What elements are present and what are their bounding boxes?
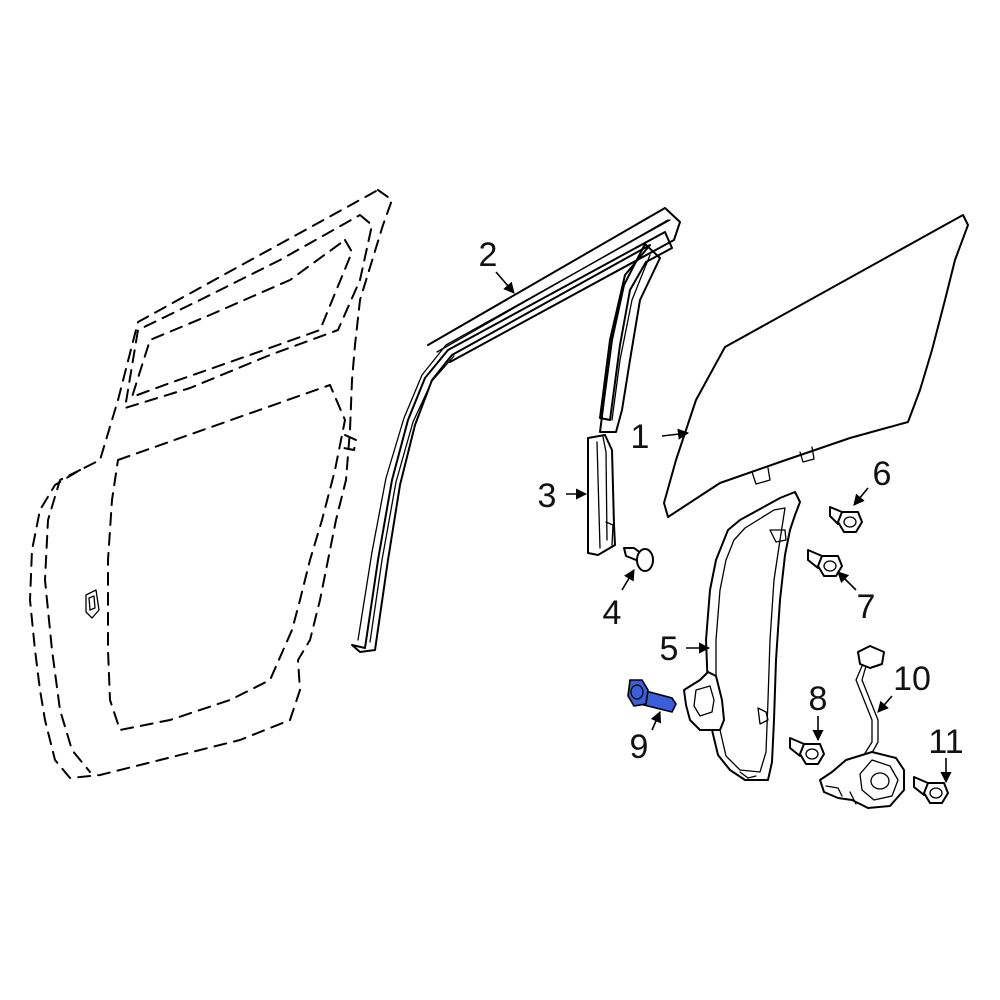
callout-labels: 1 2 3 4 5 6 7 8 9 10 11 — [479, 236, 964, 766]
callout-4: 4 — [603, 594, 622, 632]
leader-2 — [495, 271, 515, 294]
callout-8: 8 — [809, 680, 828, 718]
part-8-bolt — [789, 737, 825, 765]
part-10-window-motor — [819, 645, 905, 809]
callout-6: 6 — [873, 455, 892, 493]
part-4-clip — [623, 547, 654, 572]
callout-1: 1 — [631, 418, 650, 456]
callout-3: 3 — [538, 477, 557, 515]
leader-1 — [661, 428, 690, 440]
part-7-bolt — [807, 549, 843, 577]
part-2-glass-run-channel — [351, 207, 681, 653]
part-5-window-regulator — [683, 491, 801, 781]
leader-9 — [650, 710, 662, 731]
part-11-bolt — [913, 776, 949, 804]
part-1-door-glass — [663, 214, 969, 518]
part-6-bolt — [829, 506, 863, 533]
callout-11: 11 — [928, 723, 963, 761]
callout-10: 10 — [893, 660, 931, 698]
part-3-channel-guide — [587, 434, 616, 556]
leader-10 — [877, 695, 893, 713]
leader-6 — [853, 487, 869, 506]
callout-7: 7 — [857, 588, 876, 626]
part-9-bolt-highlighted — [627, 679, 677, 713]
callout-5: 5 — [660, 630, 679, 668]
leader-4 — [621, 569, 635, 591]
leader-lines — [495, 271, 952, 784]
leader-7 — [837, 571, 857, 591]
callout-9: 9 — [630, 728, 649, 766]
door-shell-outline — [29, 189, 393, 779]
callout-2: 2 — [479, 236, 498, 274]
